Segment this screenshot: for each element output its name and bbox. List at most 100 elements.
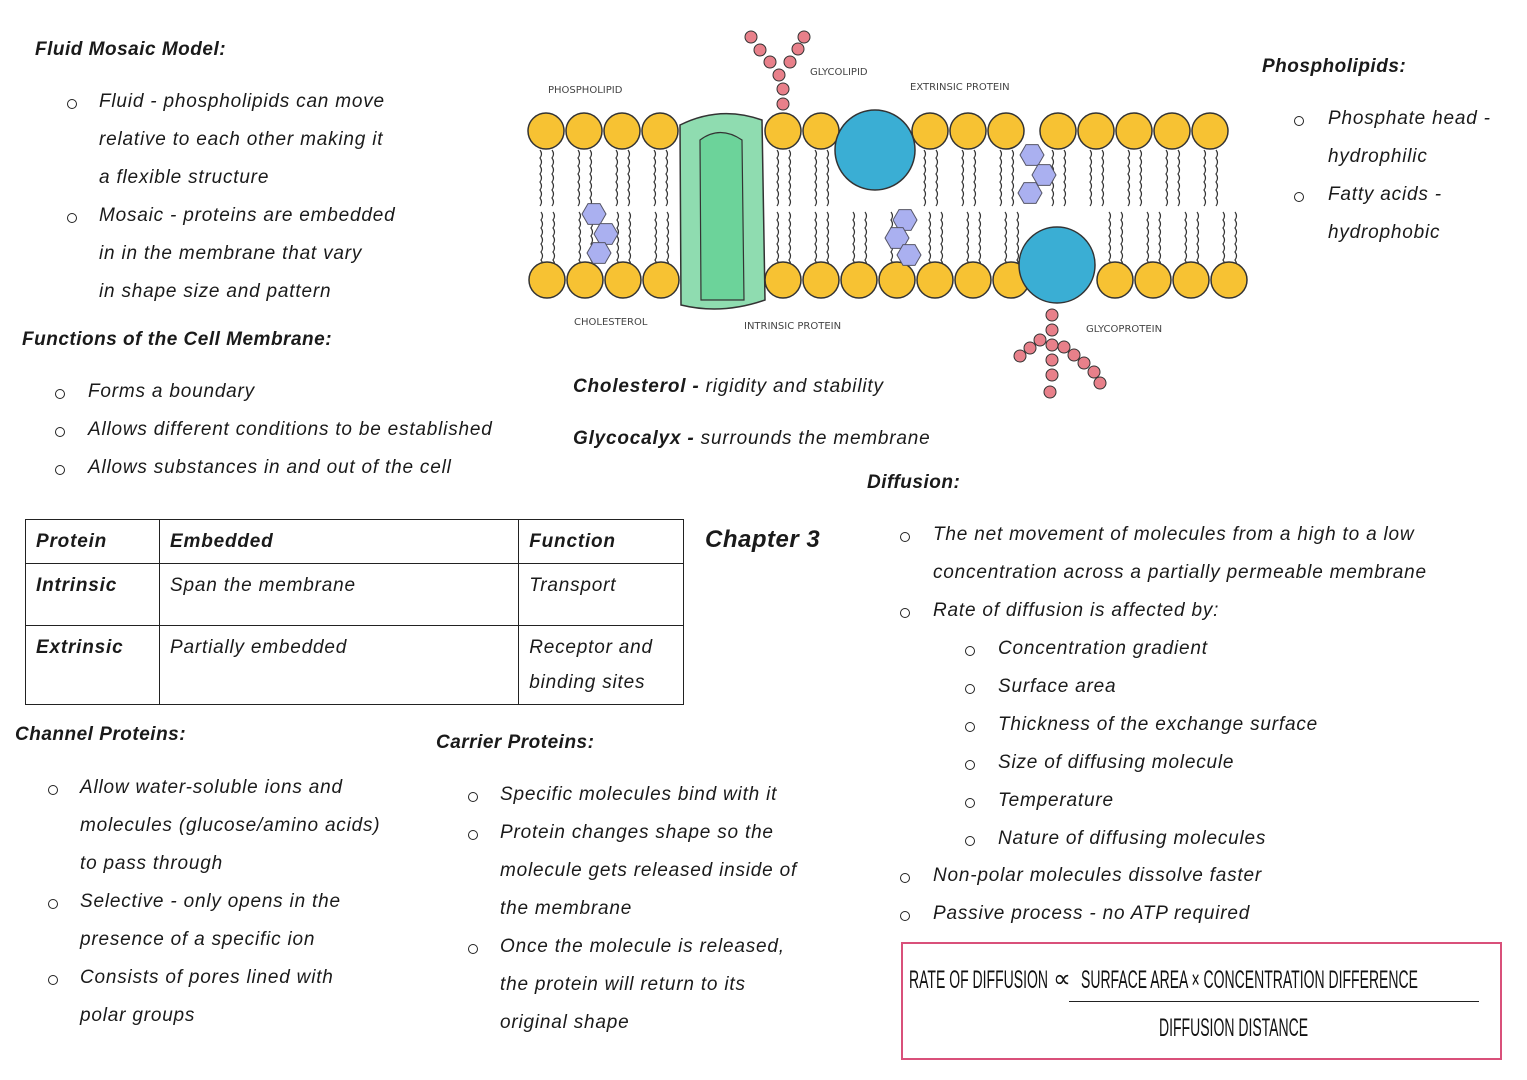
phosphate-head bbox=[840, 261, 878, 299]
list-item-line: presence of a specific ion bbox=[80, 929, 316, 950]
label-extrinsic: EXTRINSIC PROTEIN bbox=[910, 82, 1010, 93]
fatty-acid-tail bbox=[1184, 211, 1188, 269]
cholesterol-ring bbox=[892, 209, 918, 231]
list-item-line: Phosphate head - bbox=[1328, 108, 1491, 129]
glycoprotein-protein bbox=[1018, 226, 1096, 304]
factor-item: Temperature bbox=[998, 790, 1114, 811]
fatty-acid-tail bbox=[654, 211, 658, 269]
list-item-line: hydrophobic bbox=[1328, 222, 1441, 243]
fatty-acid-tail bbox=[978, 211, 982, 269]
list-item-line: hydrophilic bbox=[1328, 146, 1428, 167]
table-row: Extrinsic Partially embedded Receptor an… bbox=[24, 625, 684, 705]
extrinsic-protein bbox=[834, 109, 916, 191]
list-item-line: Selective - only opens in the bbox=[80, 891, 341, 912]
cell-function: Receptor and binding sites bbox=[518, 625, 684, 705]
fatty-acid-tail bbox=[653, 149, 657, 207]
list-item-line: to pass through bbox=[80, 853, 223, 874]
list-item-line: in in the membrane that vary bbox=[99, 243, 363, 264]
phosphate-head bbox=[949, 112, 987, 150]
list-item-line: a flexible structure bbox=[99, 167, 270, 188]
fatty-acid-tail bbox=[627, 149, 631, 207]
factor-item: Nature of diffusing molecules bbox=[998, 828, 1267, 849]
phosphate-head bbox=[911, 112, 949, 150]
fatty-acid-tail bbox=[1203, 149, 1207, 207]
bullet-icon bbox=[48, 899, 58, 909]
phosphate-head bbox=[565, 112, 603, 150]
phosphate-head bbox=[1191, 112, 1229, 150]
fatty-acid-tail bbox=[1158, 211, 1162, 269]
list-item-line: Fatty acids - bbox=[1328, 184, 1442, 205]
glycoprotein-sugar bbox=[1045, 368, 1059, 382]
glycolipid-sugar bbox=[763, 55, 777, 69]
proportional-symbol: ∝ bbox=[1053, 965, 1071, 993]
phosphate-head bbox=[1210, 261, 1248, 299]
factor-item: Surface area bbox=[998, 676, 1117, 697]
fatty-acid-tail bbox=[1222, 211, 1226, 269]
fatty-acid-tail bbox=[928, 211, 932, 269]
chapter-label: Chapter 3 bbox=[705, 526, 821, 553]
list-item-line: in shape size and pattern bbox=[99, 281, 332, 302]
glycolipid-sugar bbox=[797, 30, 811, 44]
bullet-icon bbox=[55, 389, 65, 399]
factor-item: Size of diffusing molecule bbox=[998, 752, 1235, 773]
fatty-acid-tail bbox=[814, 149, 818, 207]
phosphate-head bbox=[604, 261, 642, 299]
bullet-icon bbox=[900, 873, 910, 883]
list-item-line: molecules (glucose/amino acids) bbox=[80, 815, 381, 836]
fatty-acid-tail bbox=[826, 211, 830, 269]
cell-function: Transport bbox=[518, 563, 684, 626]
bullet-icon bbox=[1294, 116, 1304, 126]
glycolipid-sugar bbox=[791, 42, 805, 56]
phosphate-head bbox=[764, 261, 802, 299]
header-protein: Protein bbox=[24, 519, 161, 564]
list-item-line: Allows different conditions to be establ… bbox=[88, 419, 493, 440]
list-item-line: the membrane bbox=[500, 898, 633, 919]
functions-heading: Functions of the Cell Membrane: bbox=[22, 329, 333, 350]
glycocalyx-text: surrounds the membrane bbox=[700, 428, 931, 449]
glycoprotein-sugar bbox=[1045, 323, 1059, 337]
list-item-line: Forms a boundary bbox=[88, 381, 255, 402]
bullet-icon bbox=[67, 99, 77, 109]
fatty-acid-tail bbox=[665, 149, 669, 207]
phosphate-head bbox=[1077, 112, 1115, 150]
glycoprotein-sugar bbox=[1093, 376, 1107, 390]
header-embedded: Embedded bbox=[159, 519, 520, 564]
cell-protein: Intrinsic bbox=[24, 563, 161, 626]
bullet-icon bbox=[67, 213, 77, 223]
phosphate-head bbox=[641, 112, 679, 150]
glycocalyx-term: Glycocalyx - bbox=[573, 428, 695, 449]
fatty-acid-tail bbox=[615, 149, 619, 207]
bullet-icon bbox=[965, 798, 975, 808]
bullet-icon bbox=[1294, 192, 1304, 202]
formula-lhs: RATE OF DIFFUSION bbox=[909, 966, 1048, 994]
fatty-acid-tail bbox=[852, 211, 856, 269]
phosphate-head bbox=[528, 261, 566, 299]
phosphate-head bbox=[1153, 112, 1191, 150]
phosphate-head bbox=[954, 261, 992, 299]
phosphate-head bbox=[527, 112, 565, 150]
fatty-acid-tail bbox=[1139, 149, 1143, 207]
phosphate-head bbox=[987, 112, 1025, 150]
phosphate-head bbox=[642, 261, 680, 299]
fatty-acid-tail bbox=[1196, 211, 1200, 269]
phosphate-head bbox=[802, 261, 840, 299]
list-item-line: Rate of diffusion is affected by: bbox=[933, 600, 1220, 621]
list-item-line: Allows substances in and out of the cell bbox=[88, 457, 452, 478]
phosphate-head bbox=[1096, 261, 1134, 299]
phosphate-head bbox=[916, 261, 954, 299]
fatty-acid-tail bbox=[923, 149, 927, 207]
glycolipid-sugar bbox=[776, 97, 790, 111]
bullet-icon bbox=[468, 944, 478, 954]
fatty-acid-tail bbox=[1063, 149, 1067, 207]
phosphate-head bbox=[566, 261, 604, 299]
list-item-line: molecule gets released inside of bbox=[500, 860, 798, 881]
cholesterol-ring bbox=[581, 203, 607, 225]
formula-denominator: DIFFUSION DISTANCE bbox=[1159, 1014, 1309, 1042]
fatty-acid-tail bbox=[1120, 211, 1124, 269]
bullet-icon bbox=[468, 792, 478, 802]
fatty-acid-tail bbox=[788, 211, 792, 269]
cholesterol-ring bbox=[586, 242, 612, 264]
list-item-line: Specific molecules bind with it bbox=[500, 784, 778, 805]
